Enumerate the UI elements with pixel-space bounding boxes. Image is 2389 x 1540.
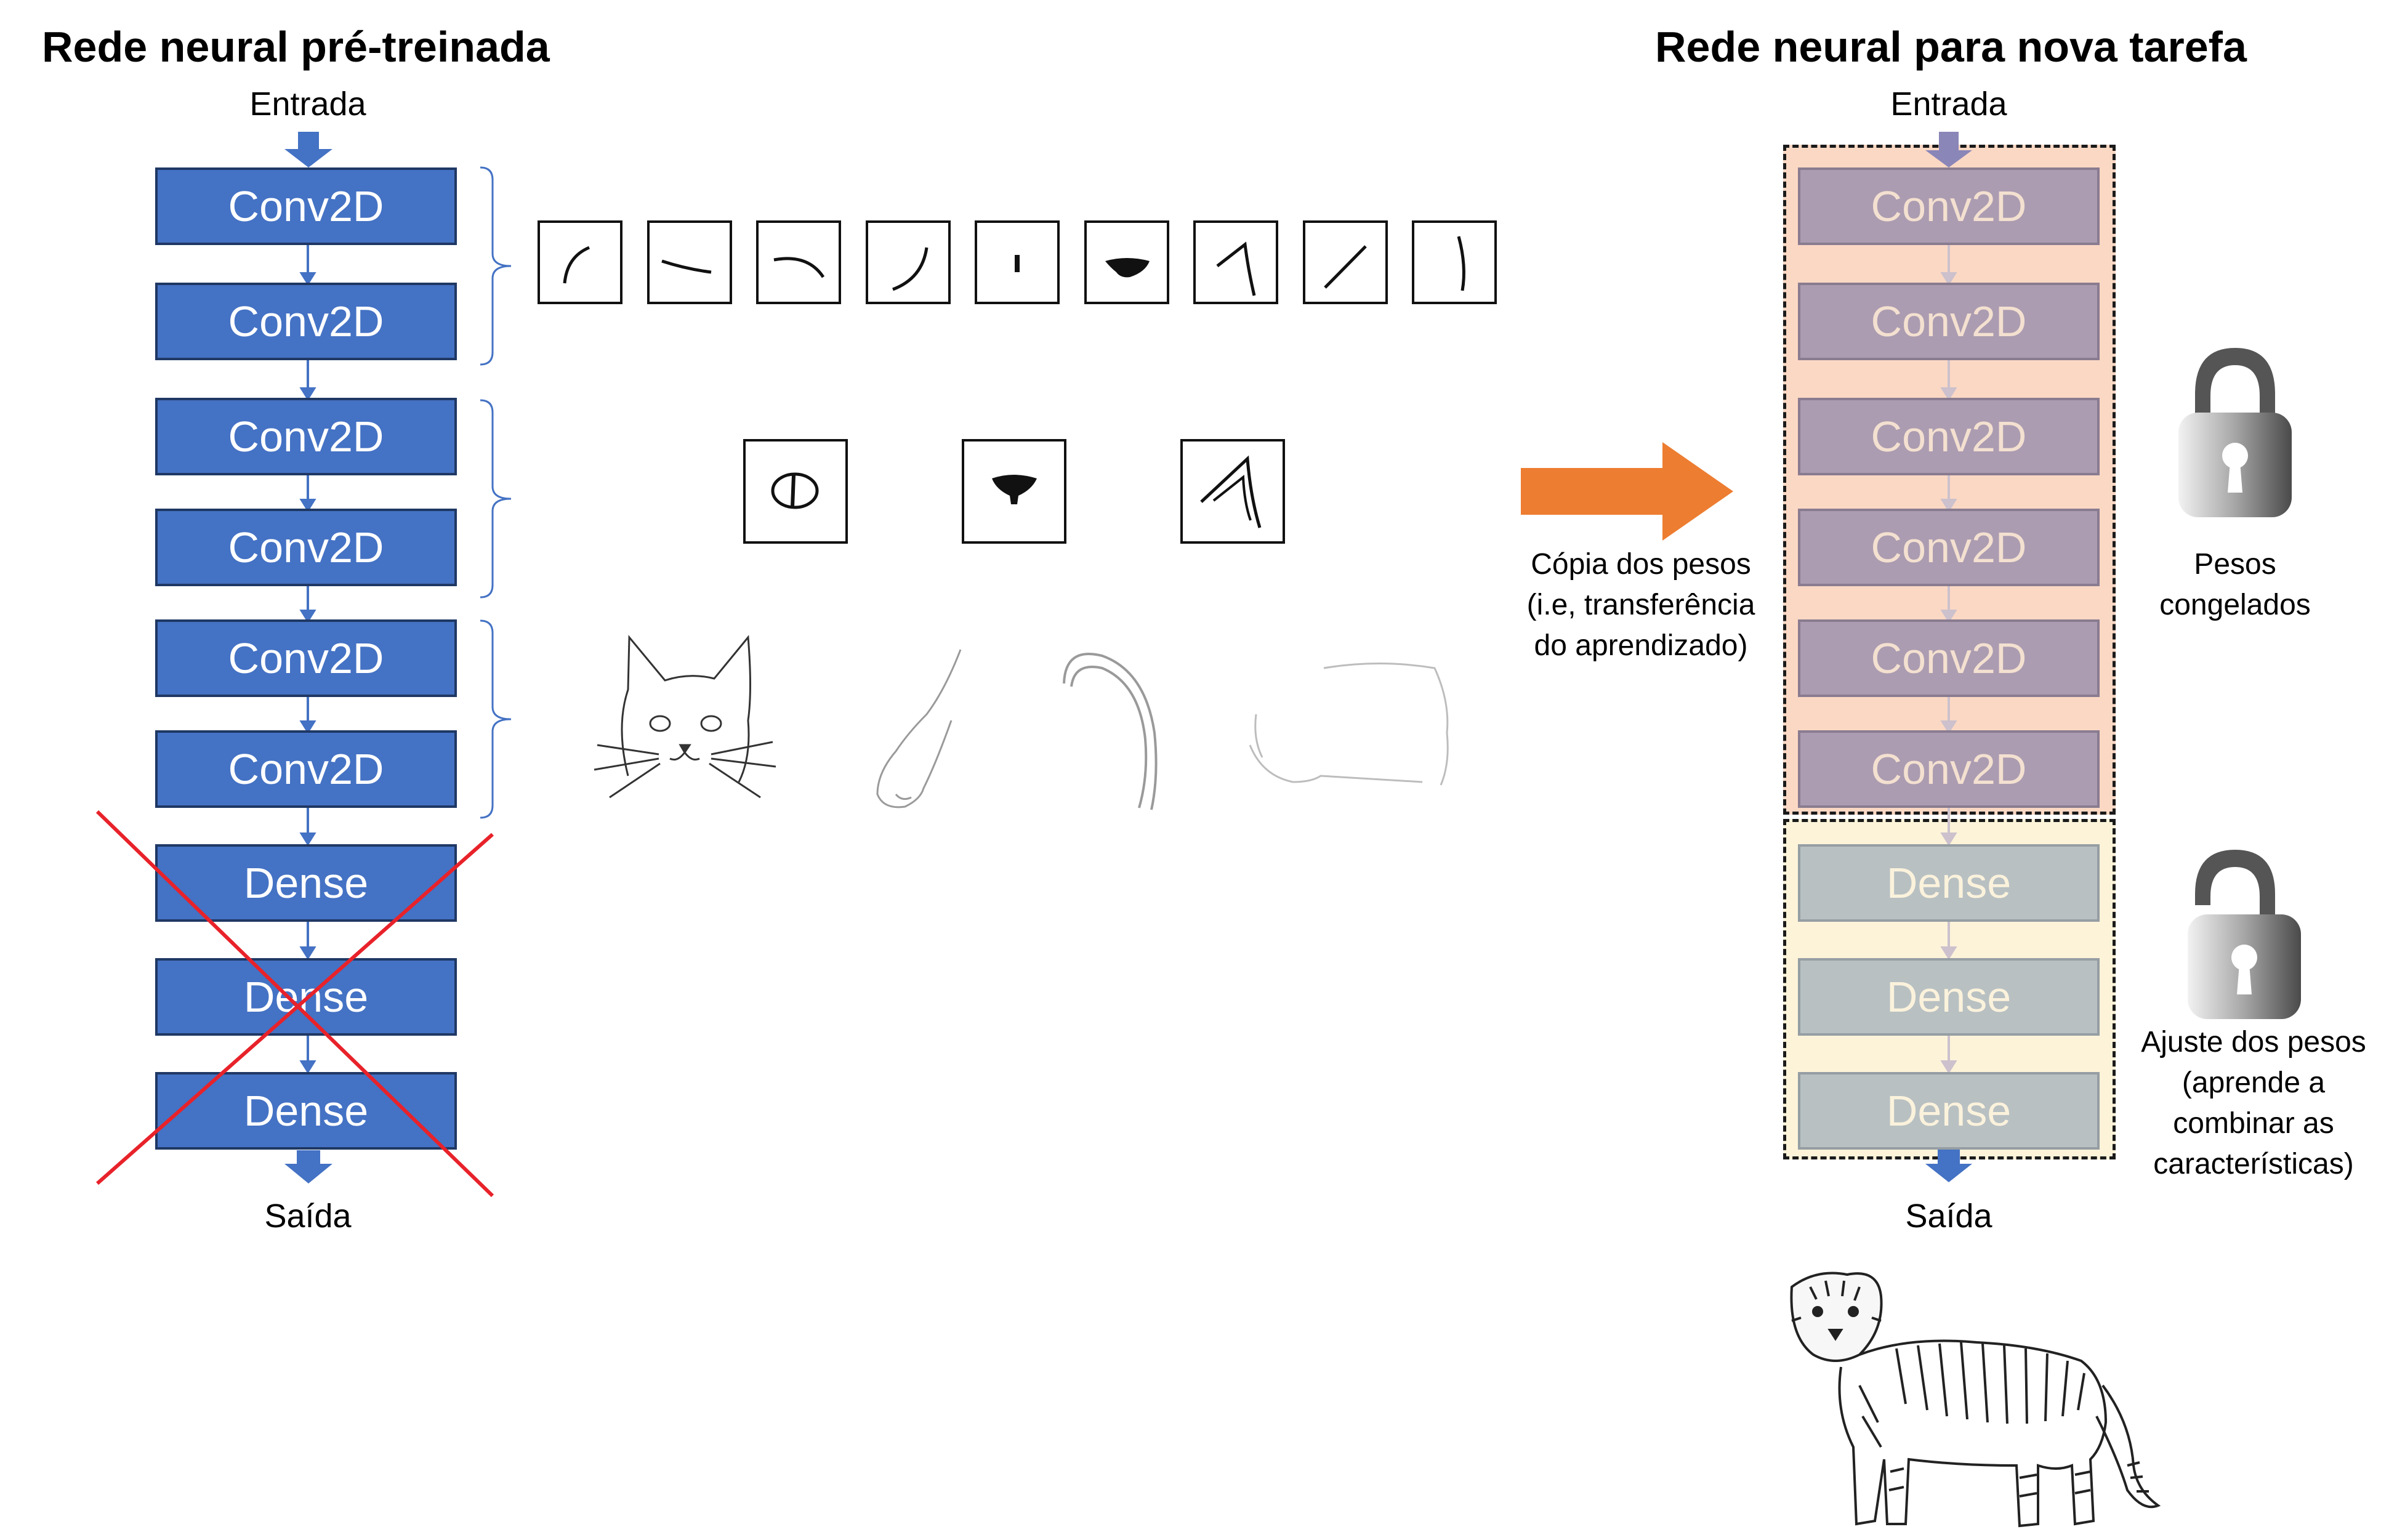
right-input-label: Entrada bbox=[1890, 86, 2007, 123]
left-layer-dense-1: Dense bbox=[155, 844, 457, 922]
right-layer-conv2d-4: Conv2D bbox=[1798, 509, 2100, 586]
left-input-label: Entrada bbox=[249, 86, 366, 123]
left-title: Rede neural pré-treinada bbox=[42, 23, 550, 71]
eye-icon bbox=[743, 439, 848, 544]
cat-body-sketch bbox=[1249, 663, 1449, 786]
line-icon bbox=[647, 220, 732, 304]
dash-icon bbox=[975, 220, 1060, 304]
cat-paw-sketch bbox=[876, 649, 962, 808]
transfer-caption-line-2: (i.e, transferência bbox=[1526, 589, 1755, 621]
lock-icon-unlocked bbox=[2188, 850, 2301, 1019]
right-layer-conv2d-5: Conv2D bbox=[1798, 619, 2100, 697]
left-input-arrow bbox=[284, 132, 332, 167]
nose-icon bbox=[962, 439, 1066, 544]
left-layer-conv2d-3: Conv2D bbox=[155, 398, 457, 475]
diagonal-icon bbox=[1303, 220, 1388, 304]
bracket-icon bbox=[1412, 220, 1497, 304]
left-layer-conv2d-1: Conv2D bbox=[155, 167, 457, 245]
right-layer-dense-3: Dense bbox=[1798, 1072, 2100, 1150]
angle-icon bbox=[1193, 220, 1278, 304]
cat-face-sketch bbox=[594, 634, 776, 799]
transfer-caption-line-3: do aprendizado) bbox=[1534, 629, 1748, 662]
right-layer-conv2d-2: Conv2D bbox=[1798, 283, 2100, 360]
left-layer-conv2d-5: Conv2D bbox=[155, 619, 457, 697]
arc-icon bbox=[756, 220, 841, 304]
blob-icon bbox=[1084, 220, 1169, 304]
curve-icon bbox=[538, 220, 622, 304]
left-layer-arrows bbox=[299, 245, 316, 1074]
right-layer-conv2d-6: Conv2D bbox=[1798, 730, 2100, 808]
right-output-label: Saída bbox=[1905, 1198, 1992, 1235]
frozen-caption-line-1: Pesos bbox=[2194, 548, 2276, 581]
frozen-caption: Pesos congelados bbox=[2118, 544, 2352, 626]
right-title: Rede neural para nova tarefa bbox=[1655, 23, 2247, 71]
transfer-arrow-icon bbox=[1521, 442, 1733, 541]
curve-icon bbox=[866, 220, 951, 304]
frozen-caption-line-2: congelados bbox=[2159, 589, 2311, 621]
right-layer-conv2d-1: Conv2D bbox=[1798, 167, 2100, 245]
left-output-label: Saída bbox=[264, 1198, 352, 1235]
layer-group-braces bbox=[480, 166, 512, 819]
right-layer-arrows bbox=[1940, 245, 1957, 1074]
cat-tail-sketch bbox=[1063, 653, 1158, 810]
tune-caption: Ajuste dos pesos (aprende a combinar as … bbox=[2118, 1022, 2389, 1185]
right-layer-dense-1: Dense bbox=[1798, 844, 2100, 922]
right-output-arrow bbox=[1925, 1149, 1972, 1182]
transfer-caption-line-1: Cópia dos pesos bbox=[1531, 548, 1751, 581]
left-output-arrow bbox=[284, 1150, 332, 1183]
tune-caption-line-1: Ajuste dos pesos bbox=[2141, 1026, 2366, 1058]
transfer-caption: Cópia dos pesos (i.e, transferência do a… bbox=[1496, 544, 1786, 666]
lock-icon-frozen bbox=[2178, 348, 2292, 517]
tune-caption-line-3: combinar as bbox=[2173, 1107, 2334, 1140]
ear-icon bbox=[1180, 439, 1285, 544]
tiger-sketch bbox=[1790, 1272, 2161, 1528]
tune-caption-line-4: características) bbox=[2153, 1148, 2354, 1180]
tune-caption-line-2: (aprende a bbox=[2182, 1066, 2326, 1099]
left-layer-conv2d-4: Conv2D bbox=[155, 509, 457, 586]
right-input-arrow bbox=[1925, 132, 1972, 167]
left-layer-conv2d-2: Conv2D bbox=[155, 283, 457, 360]
left-layer-conv2d-6: Conv2D bbox=[155, 730, 457, 808]
right-layer-dense-2: Dense bbox=[1798, 958, 2100, 1036]
right-layer-conv2d-3: Conv2D bbox=[1798, 398, 2100, 475]
